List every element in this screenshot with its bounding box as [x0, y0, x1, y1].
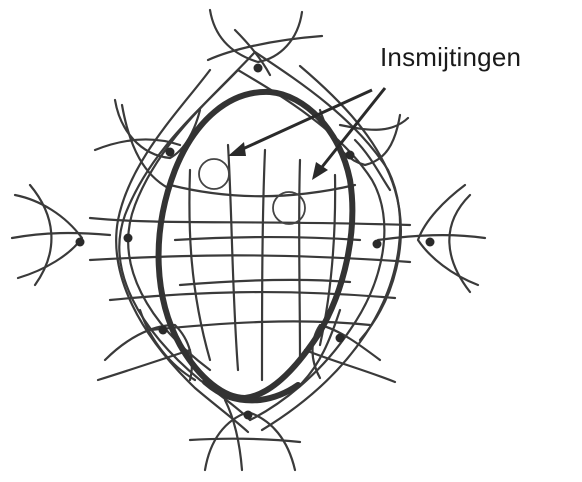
left-loop [12, 185, 110, 285]
top-loop [208, 10, 322, 75]
arrowhead-left [228, 142, 246, 156]
bottom-loop [190, 400, 300, 470]
upper-right-loop [320, 110, 408, 190]
highlight-circles [199, 159, 305, 224]
upper-left-loop [95, 100, 200, 188]
arrow-to-left-circle [236, 90, 372, 152]
horizontal-band [90, 218, 410, 330]
dots [76, 64, 435, 420]
highlight-circle-left [199, 159, 229, 189]
insmijtingen-label: Insmijtingen [380, 42, 521, 73]
inner-grid [170, 145, 360, 380]
